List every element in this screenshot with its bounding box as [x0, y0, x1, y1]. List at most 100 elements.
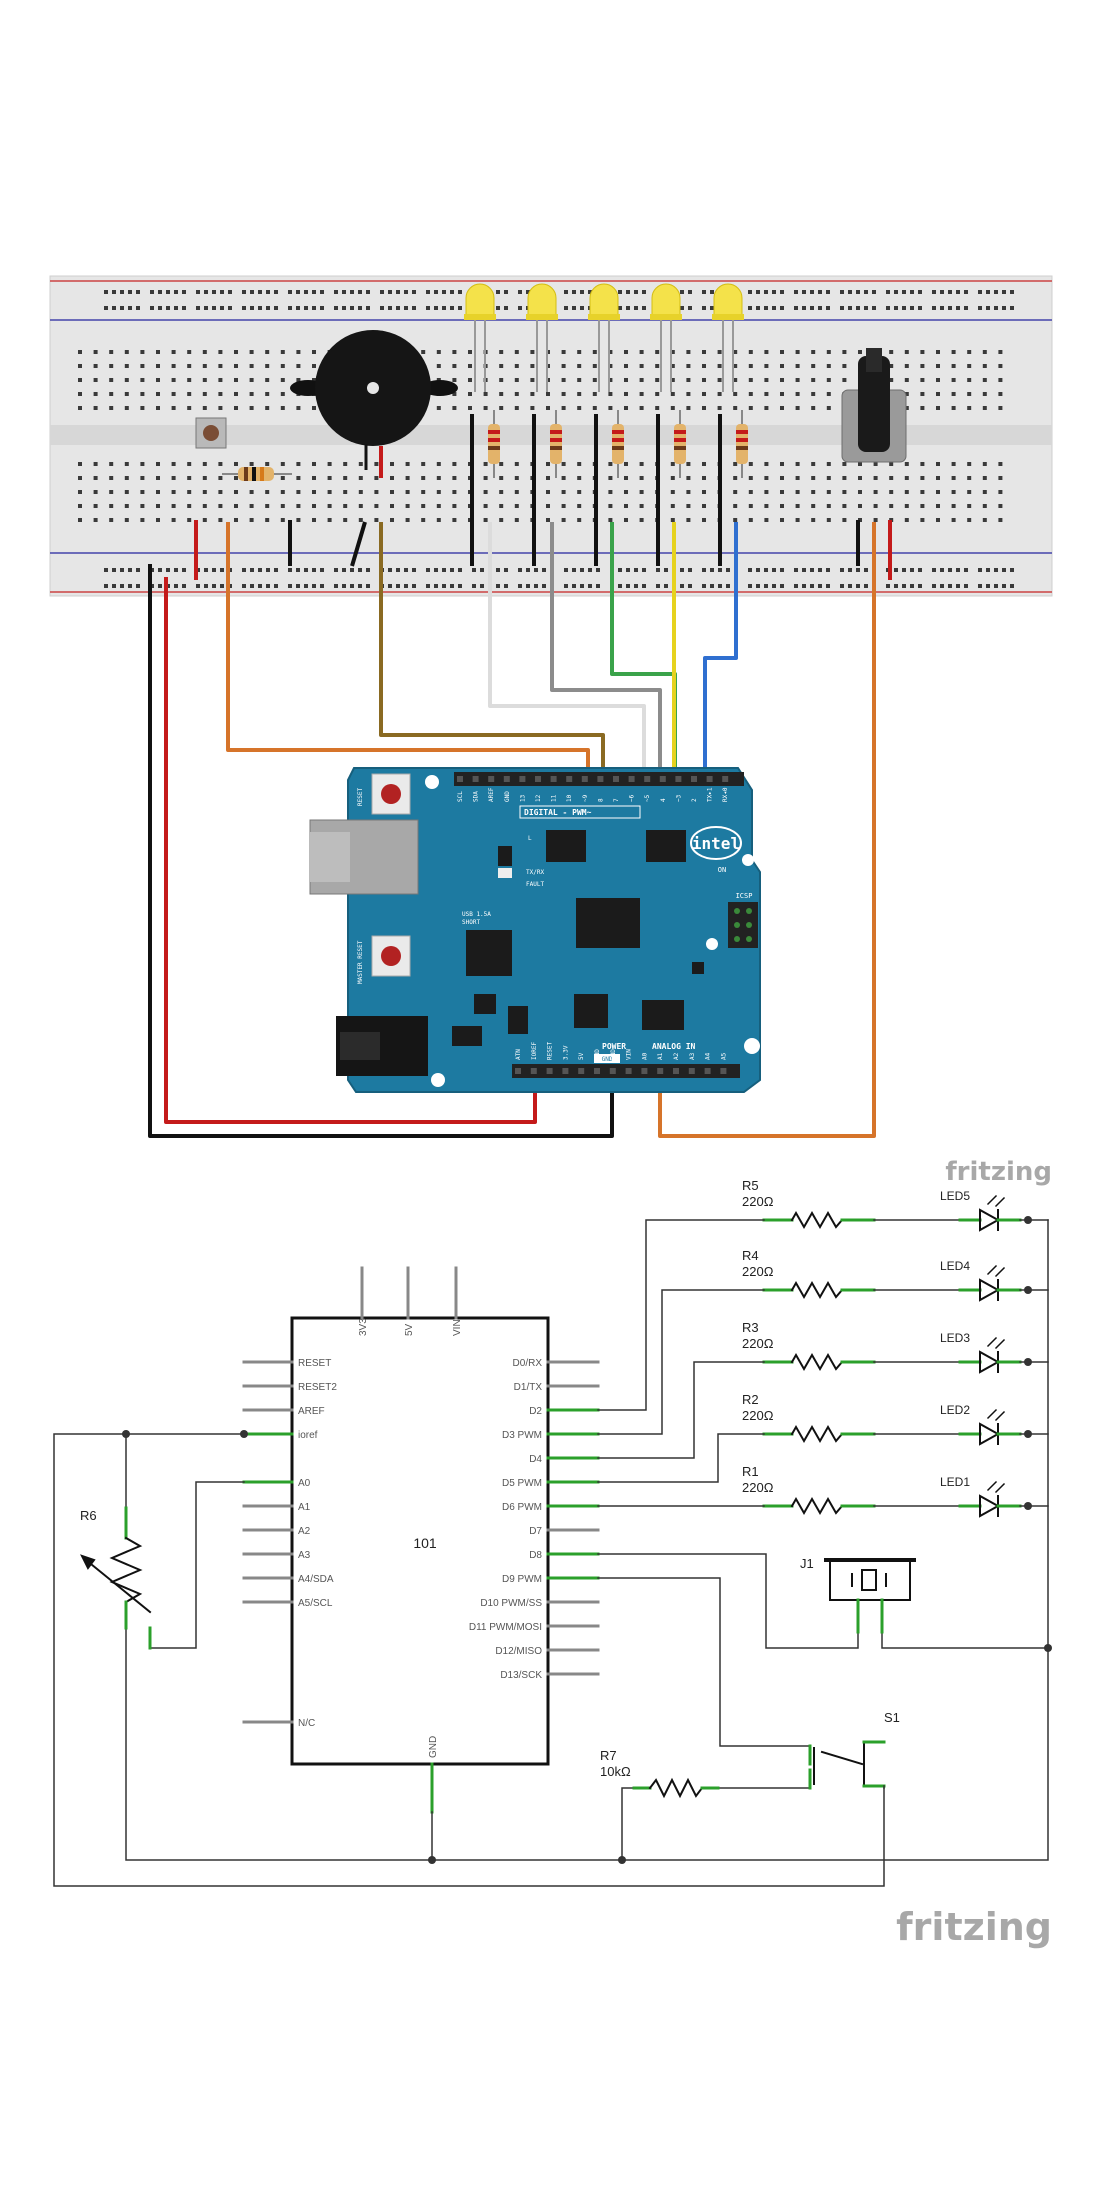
- terminal-hole: [202, 504, 207, 508]
- header-hole: [515, 1068, 521, 1074]
- chip-c: [466, 930, 512, 976]
- rail-hole: [174, 306, 178, 310]
- rail-hole: [196, 306, 200, 310]
- terminal-hole: [327, 490, 332, 494]
- terminal-hole: [202, 518, 207, 522]
- terminal-hole: [998, 350, 1003, 354]
- terminal-hole: [624, 392, 628, 396]
- rail-hole: [334, 290, 338, 294]
- terminal-hole: [608, 504, 613, 508]
- rail-hole: [296, 290, 300, 294]
- rail-hole: [1010, 584, 1014, 588]
- terminal-hole: [826, 364, 831, 368]
- rail-hole: [404, 306, 408, 310]
- rail-hole: [358, 568, 362, 572]
- rail-hole: [358, 290, 362, 294]
- terminal-hole: [265, 504, 270, 508]
- rail-hole: [918, 290, 922, 294]
- terminal-hole: [280, 518, 285, 522]
- terminal-hole: [187, 392, 192, 396]
- terminal-hole: [733, 476, 738, 480]
- top-pin-label: ~5: [644, 794, 651, 802]
- terminal-hole: [639, 476, 644, 480]
- terminal-hole: [374, 476, 379, 480]
- rail-hole: [496, 568, 500, 572]
- terminal-hole: [889, 490, 894, 494]
- terminal-hole: [670, 392, 675, 396]
- terminal-hole: [998, 504, 1003, 508]
- terminal-hole: [280, 490, 285, 494]
- wire-d2-r5: [597, 1219, 765, 1411]
- rail-hole: [182, 584, 186, 588]
- terminal-hole: [343, 504, 348, 508]
- rail-hole: [932, 306, 936, 310]
- resistor-ref: R2: [742, 1392, 759, 1407]
- terminal-hole: [296, 378, 301, 382]
- terminal-hole: [374, 462, 379, 466]
- rail-hole: [204, 306, 208, 310]
- rail-hole: [472, 568, 476, 572]
- rail-hole: [518, 306, 522, 310]
- terminal-hole: [639, 518, 644, 522]
- terminal-hole: [561, 350, 566, 354]
- resistor-value: 220Ω: [742, 1336, 774, 1351]
- rail-hole: [350, 584, 354, 588]
- terminal-hole: [546, 504, 550, 508]
- terminal-hole: [702, 378, 706, 382]
- left-pin-label: A5/SCL: [298, 1598, 333, 1609]
- top-pin-label: 7: [613, 798, 620, 802]
- terminal-hole: [358, 476, 363, 480]
- rail-hole: [978, 568, 982, 572]
- rail-hole: [334, 306, 338, 310]
- terminal-hole: [483, 392, 488, 396]
- terminal-hole: [452, 406, 457, 410]
- top-pin-label: ~9: [582, 794, 589, 802]
- terminal-hole: [904, 392, 909, 396]
- terminal-hole: [296, 364, 301, 368]
- header-hole: [688, 1068, 695, 1074]
- terminal-hole: [468, 406, 472, 410]
- rail-hole: [442, 290, 446, 294]
- wire-gray-led4: [550, 522, 662, 784]
- terminal-hole: [764, 462, 769, 466]
- rail-hole: [902, 584, 906, 588]
- terminal-hole: [873, 504, 878, 508]
- rail-hole: [450, 568, 454, 572]
- terminal-hole: [639, 406, 644, 410]
- rail-hole: [618, 568, 622, 572]
- terminal-hole: [312, 490, 316, 494]
- terminal-hole: [218, 462, 223, 466]
- rail-hole: [258, 306, 262, 310]
- header-hole: [673, 1068, 679, 1074]
- rail-hole: [948, 290, 952, 294]
- terminal-hole: [218, 392, 223, 396]
- rail-hole: [396, 290, 400, 294]
- terminal-hole: [327, 504, 332, 508]
- pot-label: R6: [80, 1508, 97, 1523]
- rail-hole: [802, 290, 806, 294]
- rail-hole: [956, 568, 960, 572]
- rail-hole: [250, 584, 254, 588]
- terminal-hole: [936, 378, 940, 382]
- rail-hole: [940, 290, 944, 294]
- terminal-hole: [436, 378, 441, 382]
- terminal-hole: [920, 364, 925, 368]
- rail-hole: [572, 568, 576, 572]
- rail-hole: [872, 290, 876, 294]
- rail-hole: [266, 290, 270, 294]
- rail-hole: [918, 584, 922, 588]
- wire-ioref-left: [53, 1433, 885, 1887]
- resistor-ref: R1: [742, 1464, 759, 1479]
- terminal-hole: [499, 350, 504, 354]
- terminal-hole: [639, 378, 644, 382]
- rail-hole: [664, 584, 668, 588]
- terminal-hole: [499, 462, 504, 466]
- rail-hole: [634, 584, 638, 588]
- led-label: LED5: [940, 1189, 970, 1203]
- rail-hole: [504, 584, 508, 588]
- terminal-hole: [686, 392, 691, 396]
- terminal-hole: [390, 490, 394, 494]
- rail-hole: [220, 306, 224, 310]
- terminal-hole: [109, 476, 114, 480]
- rail-hole: [396, 584, 400, 588]
